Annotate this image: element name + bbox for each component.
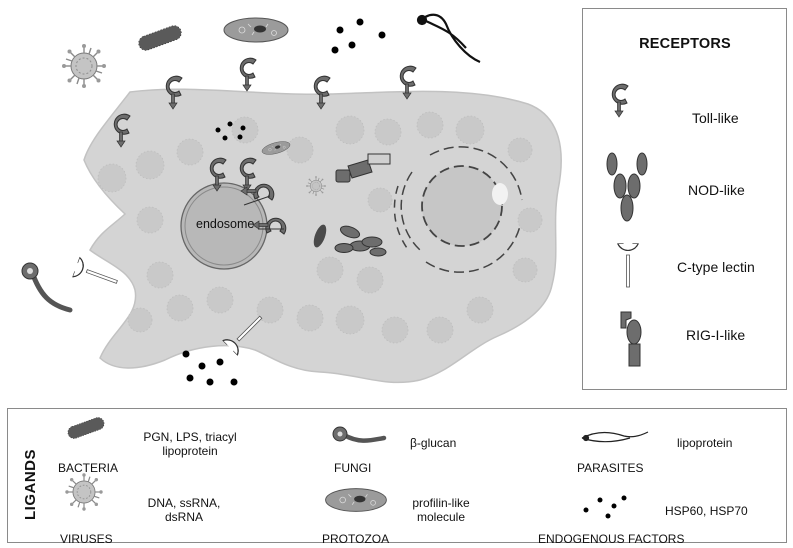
nod-like-receptor-cell — [334, 225, 387, 257]
ligand-name-protozoa: PROTOZOA — [322, 532, 390, 546]
ligand-name-viruses: VIRUSES — [60, 532, 113, 546]
endosome-label: endosome — [196, 217, 255, 231]
receptors-title: RECEPTORS — [639, 36, 731, 52]
ligand-molecule-endogenous-factors: HSP60, HSP70 — [665, 504, 748, 518]
receptor-label-c-type-lectin: C-type lectin — [677, 259, 755, 275]
ligands-title: LIGANDS — [22, 449, 39, 520]
fungi-left — [21, 262, 73, 313]
rig-i-like-receptor-cell — [335, 153, 391, 183]
ligand-molecule-protozoa: profilin-like molecule — [412, 496, 470, 524]
parasite-icon — [581, 431, 649, 443]
virus-outside — [61, 43, 107, 89]
nucleus — [393, 146, 523, 273]
ligand-molecule-parasites: lipoprotein — [677, 436, 733, 450]
virus-inside — [305, 175, 327, 197]
ligand-name-parasites: PARASITES — [577, 461, 644, 475]
ligand-name-bacteria: BACTERIA — [58, 461, 119, 475]
endosomal-toll-like-receptors — [240, 183, 287, 235]
rig-i-like-receptor-icon — [620, 311, 642, 367]
ligand-molecule-bacteria: PGN, LPS, triacyl lipoprotein — [143, 430, 237, 458]
endogenous-particles-bottom — [182, 350, 238, 386]
fungi-inside — [313, 224, 327, 248]
endogenous-factors-icon — [583, 495, 627, 519]
protozoa-outside — [223, 17, 289, 43]
fungi-icon — [332, 426, 387, 443]
cell-granules — [97, 111, 543, 344]
bacterium-outside — [136, 23, 184, 53]
ligand-molecule-viruses: DNA, ssRNA, dsRNA — [147, 496, 221, 524]
receptor-label-toll-like: Toll-like — [692, 110, 739, 126]
ligand-name-fungi: FUNGI — [334, 461, 372, 475]
ligand-name-endogenous-factors: ENDOGENOUS FACTORS — [538, 532, 685, 546]
ligands-panel — [7, 408, 787, 543]
nod-like-receptor-icon — [606, 152, 648, 222]
endogenous-particles-inside — [215, 121, 246, 141]
parasite-outside — [416, 13, 481, 64]
receptors-panel — [582, 8, 787, 390]
receptor-label-rig-i-like: RIG-I-like — [686, 327, 746, 343]
endogenous-particles-top — [331, 18, 386, 54]
receptor-label-nod-like: NOD-like — [688, 182, 745, 198]
ligand-molecule-fungi: β-glucan — [410, 436, 457, 450]
